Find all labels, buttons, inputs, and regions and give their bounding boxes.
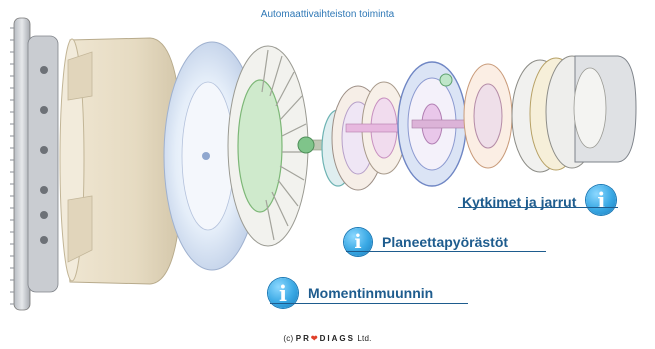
hotspot-label-planetary: Planeettapyörästöt: [382, 234, 508, 250]
hotspot-underline-clutches: [458, 207, 618, 208]
hotspot-underline-planetary: [346, 251, 546, 252]
info-icon[interactable]: i: [586, 185, 616, 215]
planetary-gearset-2: [398, 62, 512, 186]
hotspot-label-converter: Momentinmuunnin: [308, 285, 433, 301]
clutch-and-brake-pack: [512, 56, 636, 172]
planetary-gearset-1: [322, 82, 410, 190]
brand-heart-icon: ❤: [311, 334, 320, 343]
hotspot-clutches-brakes[interactable]: Kytkimet ja jarrut i: [462, 185, 616, 215]
copyright-notice: (c) PR❤DIAGS Ltd.: [0, 334, 655, 343]
brand-logo: PR❤DIAGS: [296, 334, 355, 343]
turbine: [228, 46, 308, 246]
hotspot-underline-converter: [270, 303, 468, 304]
flywheel: [10, 18, 58, 310]
